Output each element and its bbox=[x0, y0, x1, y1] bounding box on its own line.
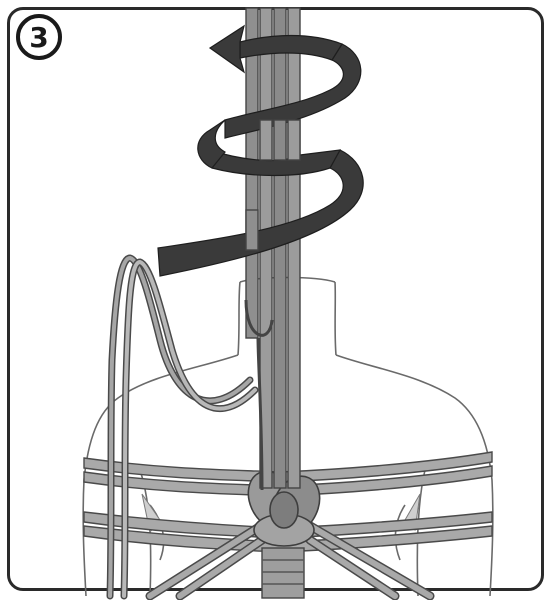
right-blade-outline bbox=[395, 505, 405, 560]
rope-strand-4 bbox=[288, 8, 300, 488]
knot-core bbox=[270, 492, 298, 528]
strand-over-2 bbox=[274, 120, 286, 160]
strand-over-4 bbox=[246, 210, 258, 250]
lower-stem-rope bbox=[262, 548, 304, 598]
strand-over-3 bbox=[288, 120, 300, 160]
step-number: 3 bbox=[29, 21, 48, 54]
step-number-badge: 3 bbox=[16, 14, 62, 60]
rope-strand-3 bbox=[274, 8, 286, 488]
lower-stem bbox=[262, 548, 304, 598]
strand-over-1 bbox=[260, 120, 272, 160]
spiral-arrowhead bbox=[210, 26, 244, 72]
